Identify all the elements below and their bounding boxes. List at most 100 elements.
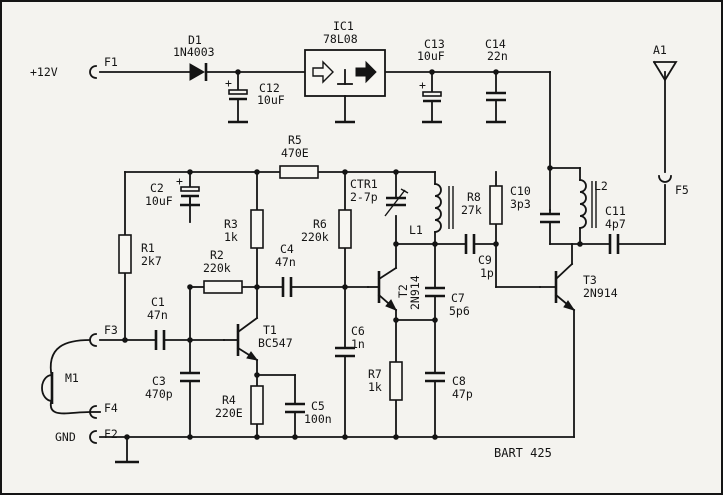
capacitor-c2: + bbox=[176, 174, 200, 207]
credit-label: BART 425 bbox=[494, 446, 552, 460]
resistor-r5 bbox=[279, 165, 319, 179]
c5-ref: C5 bbox=[311, 399, 325, 413]
d1-ref: D1 bbox=[188, 33, 202, 47]
labels: +12V F1 D1 1N4003 C12 10uF IC1 78L08 C13… bbox=[30, 19, 689, 460]
c2-ref: C2 bbox=[150, 181, 164, 195]
r4-value: 220E bbox=[215, 406, 243, 420]
capacitor-c14 bbox=[486, 71, 506, 124]
r5-value: 470E bbox=[281, 146, 309, 160]
transistor-t1 bbox=[223, 316, 259, 362]
f3-label: F3 bbox=[104, 323, 118, 337]
c7-ref: C7 bbox=[451, 291, 465, 305]
c8-ref: C8 bbox=[452, 374, 466, 388]
c10-ref: C10 bbox=[510, 184, 531, 198]
r1-value: 2k7 bbox=[141, 254, 162, 268]
inductor-l1 bbox=[434, 183, 454, 233]
c14-value: 22n bbox=[487, 49, 508, 63]
capacitor-c5 bbox=[285, 402, 305, 414]
c1-ref: C1 bbox=[151, 295, 165, 309]
t1-ref: T1 bbox=[263, 323, 277, 337]
d1-value: 1N4003 bbox=[173, 45, 215, 59]
antenna-label: A1 bbox=[653, 43, 667, 57]
c9-ref: C9 bbox=[478, 253, 492, 267]
r7-value: 1k bbox=[368, 380, 382, 394]
capacitor-c6 bbox=[335, 346, 355, 358]
resistor-r4 bbox=[250, 385, 264, 425]
resistor-r2 bbox=[203, 280, 243, 294]
f1-label: F1 bbox=[104, 55, 118, 69]
ic1-ref: IC1 bbox=[333, 19, 354, 33]
f2-label: F2 bbox=[104, 427, 118, 441]
c2-value: 10uF bbox=[145, 194, 173, 208]
resistor-r3 bbox=[250, 209, 264, 249]
power-input-label: +12V bbox=[30, 65, 58, 79]
t3-ref: T3 bbox=[583, 273, 597, 287]
ground-label: GND bbox=[55, 430, 76, 444]
capacitor-c12: + bbox=[225, 71, 248, 124]
resistor-r6 bbox=[338, 209, 352, 249]
l2-label: L2 bbox=[594, 179, 608, 193]
c13-value: 10uF bbox=[417, 49, 445, 63]
r8-ref: R8 bbox=[467, 190, 481, 204]
connectors bbox=[89, 65, 672, 444]
c13-ref: C13 bbox=[424, 37, 445, 51]
diode-d1 bbox=[189, 63, 208, 81]
r8-value: 27k bbox=[461, 203, 482, 217]
l1-label: L1 bbox=[409, 223, 423, 237]
capacitor-c8 bbox=[425, 371, 445, 383]
ctr1-value: 2-7p bbox=[350, 190, 378, 204]
inductor-l2 bbox=[579, 179, 597, 229]
capacitor-c13: + bbox=[419, 71, 442, 124]
circuit-wiring bbox=[99, 60, 678, 464]
c12-value: 10uF bbox=[257, 93, 285, 107]
trimmer-capacitor-ctr1 bbox=[384, 188, 409, 217]
capacitor-c3 bbox=[180, 371, 200, 383]
regulator-ic1 bbox=[304, 49, 386, 124]
capacitor-c4 bbox=[281, 277, 293, 297]
svg-text:+: + bbox=[419, 78, 426, 92]
r3-value: 1k bbox=[224, 230, 238, 244]
c9-value: 1p bbox=[480, 266, 494, 280]
capacitor-c9 bbox=[464, 234, 476, 254]
c6-ref: C6 bbox=[351, 324, 365, 338]
r2-value: 220k bbox=[203, 261, 231, 275]
t2-value: 2N914 bbox=[408, 275, 422, 310]
transistor-t3 bbox=[539, 262, 576, 312]
junctions bbox=[122, 165, 583, 440]
microphone-m1 bbox=[41, 339, 91, 415]
c10-value: 3p3 bbox=[510, 197, 531, 211]
svg-text:+: + bbox=[176, 174, 183, 188]
resistor-r1 bbox=[118, 234, 132, 274]
svg-text:+: + bbox=[225, 76, 232, 90]
r2-ref: R2 bbox=[210, 248, 224, 262]
capacitor-c11 bbox=[608, 234, 620, 254]
ic1-value: 78L08 bbox=[323, 32, 358, 46]
c11-ref: C11 bbox=[605, 204, 626, 218]
c3-value: 470p bbox=[145, 387, 173, 401]
c7-value: 5p6 bbox=[449, 304, 470, 318]
power-supply: + + bbox=[99, 49, 551, 211]
r1-ref: R1 bbox=[141, 241, 155, 255]
t1-value: BC547 bbox=[258, 336, 293, 350]
c3-ref: C3 bbox=[152, 374, 166, 388]
c4-ref: C4 bbox=[280, 242, 294, 256]
t2-ref: T2 bbox=[396, 284, 410, 298]
resistor-r7 bbox=[389, 361, 403, 401]
r6-ref: R6 bbox=[313, 217, 327, 231]
c4-value: 47n bbox=[275, 255, 296, 269]
r3-ref: R3 bbox=[224, 217, 238, 231]
f5-label: F5 bbox=[675, 183, 689, 197]
f4-label: F4 bbox=[104, 401, 118, 415]
c11-value: 4p7 bbox=[605, 217, 626, 231]
capacitor-c1 bbox=[154, 330, 166, 350]
c8-value: 47p bbox=[452, 387, 473, 401]
transistor-t2 bbox=[367, 266, 398, 312]
c14-ref: C14 bbox=[485, 37, 506, 51]
r7-ref: R7 bbox=[368, 367, 382, 381]
r4-ref: R4 bbox=[222, 393, 236, 407]
c5-value: 100n bbox=[304, 412, 332, 426]
capacitor-c7 bbox=[425, 286, 445, 298]
r6-value: 220k bbox=[301, 230, 329, 244]
resistor-r8 bbox=[489, 185, 503, 225]
